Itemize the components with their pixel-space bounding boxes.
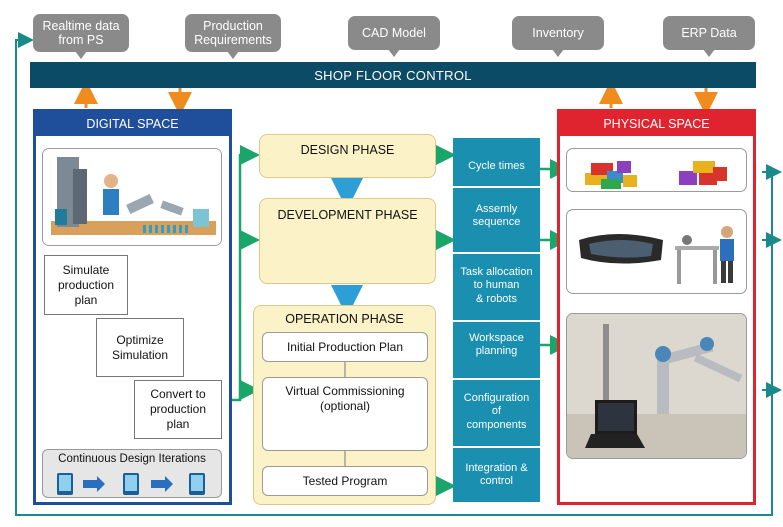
- step-optimize-label: Optimize Simulation: [111, 332, 169, 362]
- lego-parts-image: [566, 148, 747, 192]
- digital-space-title-text: DIGITAL SPACE: [86, 117, 179, 131]
- step-simulate: Simulate production plan: [44, 255, 128, 315]
- step-optimize: Optimize Simulation: [96, 318, 184, 377]
- operation-connector: [344, 362, 346, 466]
- output-divider: [453, 446, 540, 448]
- input-label: CAD Model: [362, 26, 426, 40]
- iterations-label: Continuous Design Iterations: [58, 453, 206, 465]
- step-convert: Convert to production plan: [134, 380, 222, 439]
- headset-and-operator-icon: [579, 226, 734, 284]
- input-label: ERP Data: [681, 26, 737, 40]
- output-label: Assemly sequence: [472, 202, 521, 229]
- output-task-allocation: Task allocation to human & robots: [453, 258, 540, 314]
- development-phase: DEVELOPMENT PHASE: [259, 198, 436, 284]
- output-label: Cycle times: [468, 160, 525, 173]
- output-cycle-times: Cycle times: [453, 150, 540, 184]
- input-cad-model: CAD Model: [348, 16, 440, 57]
- design-phase-title: DESIGN PHASE: [300, 143, 395, 157]
- design-phase: DESIGN PHASE: [259, 134, 436, 178]
- input-realtime-data: Realtime data from PS: [33, 14, 129, 59]
- output-label: Task allocation to human & robots: [460, 265, 533, 305]
- tablet-iteration-icons: [57, 473, 205, 495]
- virtual-commissioning-label: Virtual Commissioning (optional): [285, 384, 405, 413]
- input-label: Production Requirements: [194, 19, 272, 47]
- tested-program-label: Tested Program: [302, 473, 388, 488]
- output-divider: [453, 186, 540, 188]
- lego-bricks-icon: [585, 161, 727, 189]
- digital-space-title: DIGITAL SPACE: [36, 112, 229, 136]
- output-divider: [453, 252, 540, 254]
- operation-phase-title: OPERATION PHASE: [285, 312, 404, 326]
- output-label: Integration & control: [465, 461, 528, 488]
- shop-floor-control-bar: SHOP FLOOR CONTROL: [30, 62, 756, 88]
- step-simulate-label: Simulate production plan: [57, 262, 115, 307]
- input-production-requirements: Production Requirements: [185, 14, 281, 59]
- output-label: Workspace planning: [469, 331, 524, 358]
- tested-program: Tested Program: [262, 466, 428, 496]
- input-label: Inventory: [532, 26, 584, 40]
- shop-floor-label: SHOP FLOOR CONTROL: [314, 67, 472, 83]
- robot-cell-icon: [43, 149, 221, 245]
- physical-space-title-text: PHYSICAL SPACE: [603, 117, 710, 131]
- design-iterations-box: Continuous Design Iterations: [42, 449, 222, 498]
- virtual-commissioning: Virtual Commissioning (optional): [262, 377, 428, 451]
- initial-production-plan-label: Initial Production Plan: [286, 339, 404, 354]
- output-divider: [453, 320, 540, 322]
- output-integration-control: Integration & control: [453, 455, 540, 495]
- physical-space-title: PHYSICAL SPACE: [560, 112, 753, 136]
- output-assembly-sequence: Assemly sequence: [453, 192, 540, 240]
- output-configuration: Configuration of components: [453, 384, 540, 440]
- development-phase-title: DEVELOPMENT PHASE: [277, 208, 418, 222]
- input-erp-data: ERP Data: [663, 16, 755, 57]
- robot-lab-photo: [566, 313, 747, 459]
- output-label: Configuration of components: [463, 391, 530, 431]
- output-workspace-planning: Workspace planning: [453, 325, 540, 365]
- cobot-laptop-icon: [567, 314, 746, 458]
- input-inventory: Inventory: [512, 16, 604, 57]
- step-convert-label: Convert to production plan: [149, 387, 207, 431]
- ar-headset-workstation-image: [566, 209, 747, 294]
- factory-simulation-illustration: [42, 148, 222, 246]
- initial-production-plan: Initial Production Plan: [262, 332, 428, 362]
- input-label: Realtime data from PS: [42, 19, 120, 47]
- output-divider: [453, 378, 540, 380]
